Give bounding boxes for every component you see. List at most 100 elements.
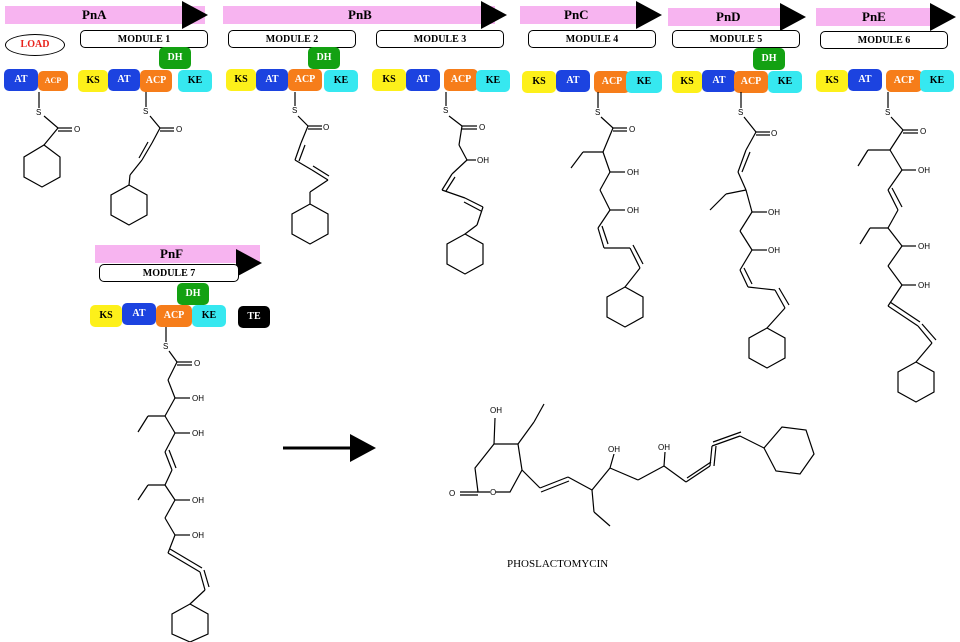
gene-arrow-pnc — [636, 1, 662, 29]
gene-arrow-pna — [182, 1, 208, 29]
atom-oh-module-4-b: OH — [627, 206, 639, 215]
gene-label-pnd: PnD — [716, 9, 741, 24]
acp-domain-load: ACP — [38, 71, 68, 91]
ke-domain-module-4: KE — [626, 71, 662, 93]
ks-domain-module-4: KS — [522, 71, 556, 93]
gene-bar-pnc — [520, 6, 644, 24]
acp-domain-module-2: ACP — [288, 69, 322, 91]
atom-oh-product-a: OH — [608, 445, 620, 454]
atom-o-product-carbonyl: O — [449, 489, 456, 498]
at-domain-module-7: AT — [122, 303, 156, 325]
atom-oh-module-6-a: OH — [918, 166, 930, 175]
atom-s-module-5: S — [738, 108, 744, 117]
atom-oh-module-7-d: OH — [192, 531, 204, 540]
at-domain-module-3: AT — [406, 69, 440, 91]
atom-o-product-ring: O — [490, 488, 497, 497]
dh-domain-module-5: DH — [753, 48, 785, 70]
gene-bar-pna — [5, 6, 205, 24]
acp-domain-module-1: ACP — [140, 70, 172, 92]
ke-domain-module-1: KE — [178, 70, 212, 92]
module-2-label: MODULE 2 — [228, 30, 356, 48]
acp-domain-module-3: ACP — [444, 69, 478, 91]
at-domain-module-5: AT — [702, 70, 736, 92]
gene-bar-pnd — [668, 8, 786, 26]
phoslactomycin-structure — [460, 403, 815, 527]
atom-oh-module-7-b: OH — [192, 429, 204, 438]
module-1-intermediate-structure — [110, 92, 174, 226]
module-7-label: MODULE 7 — [99, 264, 239, 282]
at-domain-module-4: AT — [556, 70, 590, 92]
module-5-intermediate-structure — [709, 92, 790, 369]
module-2-intermediate-structure — [291, 92, 330, 245]
module-5-label: MODULE 5 — [672, 30, 800, 48]
atom-o-module-3: O — [479, 123, 486, 132]
ke-domain-module-5: KE — [768, 71, 802, 93]
at-domain-module-6: AT — [848, 69, 882, 91]
gene-bar-pnb — [223, 6, 495, 24]
atom-oh-module-6-b: OH — [918, 242, 930, 251]
atom-oh-module-3: OH — [477, 156, 489, 165]
atom-o-module-1: O — [176, 125, 183, 134]
reaction-arrow — [283, 434, 376, 462]
module-4-label: MODULE 4 — [528, 30, 656, 48]
atom-oh-module-5-a: OH — [768, 208, 780, 217]
atom-s-module-7: S — [163, 342, 169, 351]
dh-domain-module-2: DH — [308, 47, 340, 69]
atom-s-module-1: S — [143, 107, 149, 116]
dh-domain-module-1: DH — [159, 47, 191, 69]
gene-label-pnf: PnF — [160, 246, 184, 261]
ks-domain-module-1: KS — [78, 70, 108, 92]
atom-o-module-6: O — [920, 127, 927, 136]
ks-domain-module-2: KS — [226, 69, 256, 91]
gene-label-pne: PnE — [862, 9, 886, 24]
module-3-intermediate-structure — [441, 92, 484, 275]
ke-domain-module-7: KE — [192, 305, 226, 327]
load-domain: LOAD — [5, 34, 65, 56]
product-name: PHOSLACTOMYCIN — [507, 558, 609, 570]
ks-domain-module-5: KS — [672, 71, 702, 93]
at-domain-module-1: AT — [108, 69, 140, 91]
gene-arrow-pnf — [236, 249, 262, 277]
module-6-label: MODULE 6 — [820, 31, 948, 49]
atom-s-module-2: S — [292, 106, 298, 115]
ke-domain-module-2: KE — [324, 70, 358, 92]
ks-domain-module-6: KS — [816, 70, 848, 92]
module-4-intermediate-structure — [570, 92, 644, 328]
acp-domain-module-6: ACP — [886, 70, 922, 92]
te-domain-module-7: TE — [238, 306, 270, 328]
module-1-label: MODULE 1 — [80, 30, 208, 48]
gene-label-pna: PnA — [82, 7, 107, 22]
gene-arrow-pnd — [780, 3, 806, 31]
ks-domain-module-3: KS — [372, 69, 406, 91]
atom-s-module-6: S — [885, 108, 891, 117]
load-intermediate-structure — [23, 92, 72, 188]
module-7-intermediate-structure — [137, 327, 210, 642]
gene-arrow-pne — [930, 3, 956, 31]
atom-oh-product-ring: OH — [490, 406, 502, 415]
atom-oh-module-7-a: OH — [192, 394, 204, 403]
acp-domain-module-5: ACP — [734, 71, 768, 93]
atom-o-module-5: O — [771, 129, 778, 138]
gene-label-pnc: PnC — [564, 7, 589, 22]
atom-o-module-7: O — [194, 359, 201, 368]
atom-oh-module-7-c: OH — [192, 496, 204, 505]
dh-domain-module-7: DH — [177, 283, 209, 305]
ke-domain-module-3: KE — [476, 70, 510, 92]
at-domain-load: AT — [4, 69, 38, 91]
ks-domain-module-7: KS — [90, 305, 122, 327]
at-domain-module-2: AT — [256, 69, 288, 91]
atom-o-module-4: O — [629, 125, 636, 134]
atom-s-module-3: S — [443, 106, 449, 115]
atom-oh-module-5-b: OH — [768, 246, 780, 255]
atom-oh-module-4-a: OH — [627, 168, 639, 177]
gene-label-pnb: PnB — [348, 7, 372, 22]
gene-bar-pnf — [95, 245, 260, 263]
atom-oh-product-b: OH — [658, 443, 670, 452]
gene-bar-pne — [816, 8, 940, 26]
atom-o-module-2: O — [323, 123, 330, 132]
acp-domain-module-4: ACP — [594, 71, 630, 93]
atom-s-module-4: S — [595, 108, 601, 117]
ke-domain-module-6: KE — [920, 70, 954, 92]
module-6-intermediate-structure — [857, 92, 937, 403]
